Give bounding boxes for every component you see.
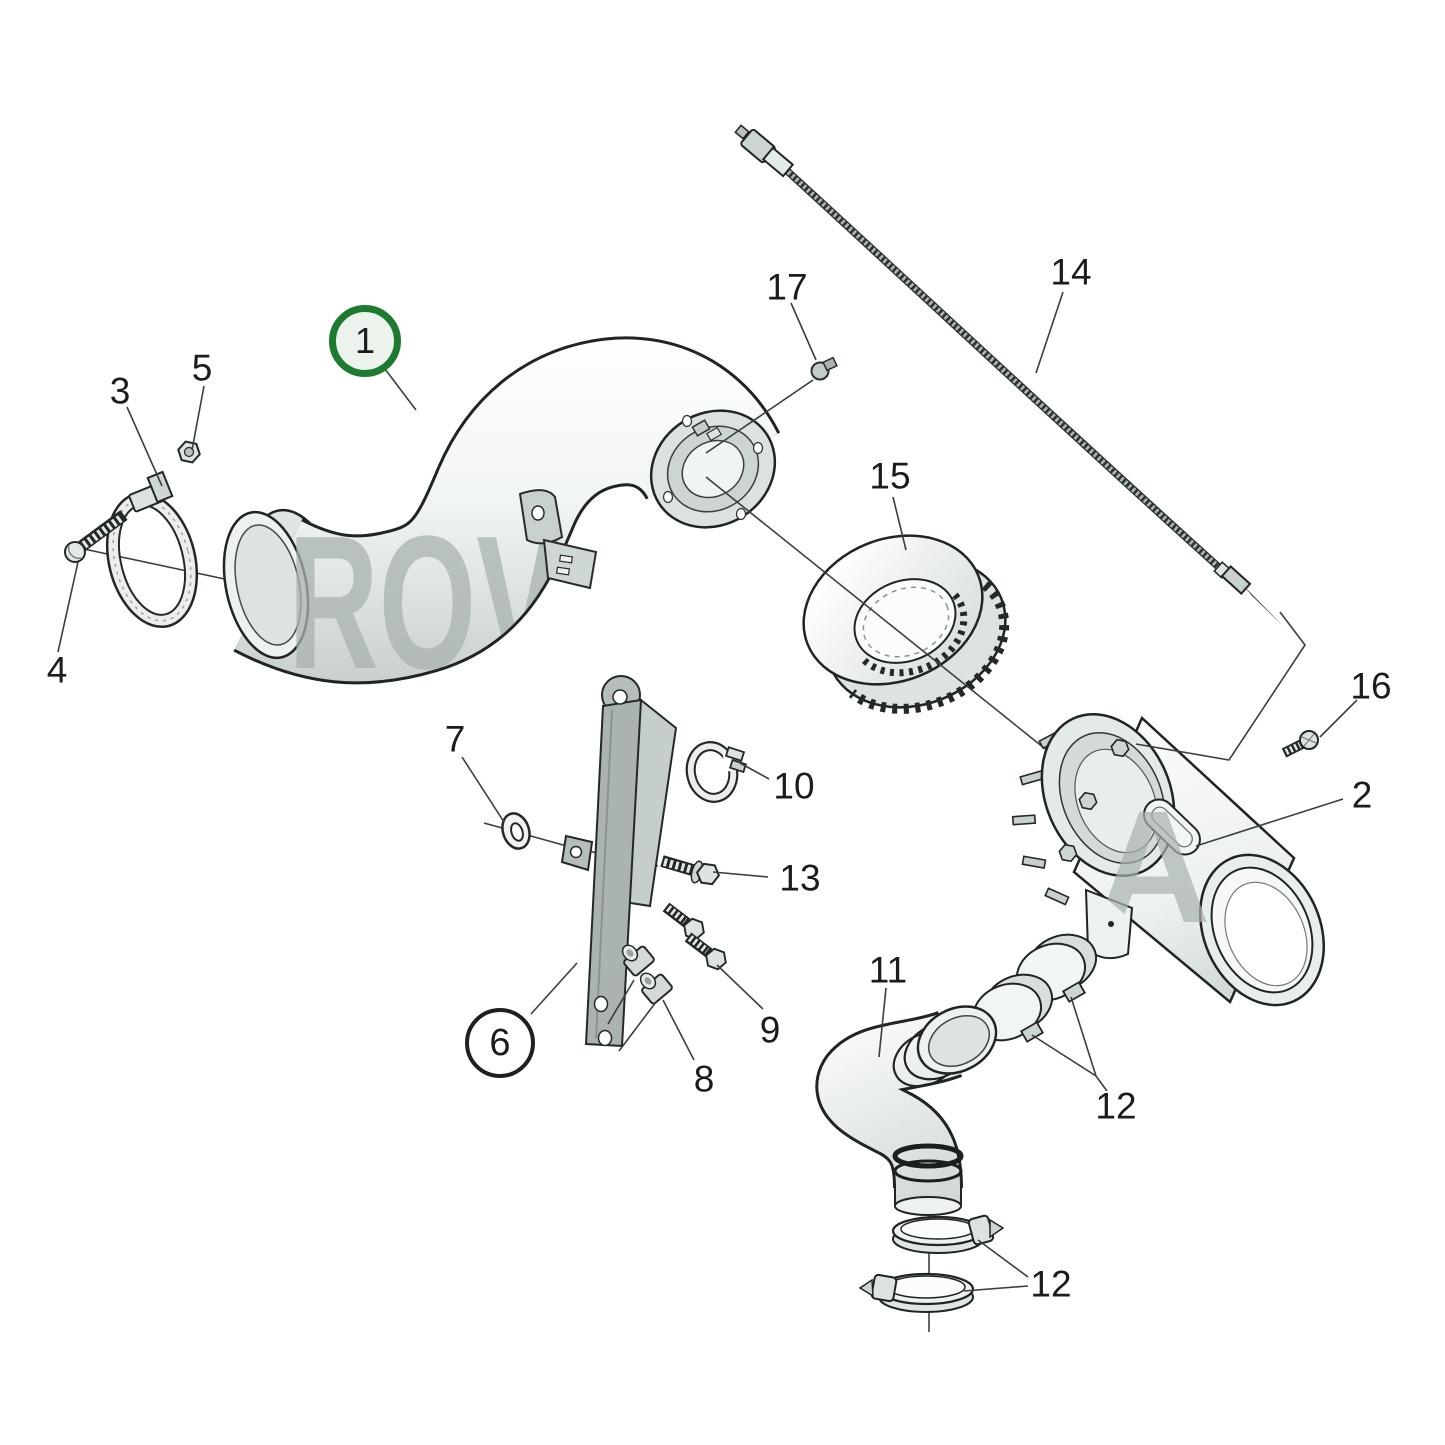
part-2-air-cleaner-housing [1011,712,1326,1007]
callout-leader-lines [57,291,1358,1292]
callout-12-lower: 12 [1030,1263,1072,1305]
part-9-bolts [662,902,730,973]
callout-12-upper: 12 [1095,1085,1137,1127]
part-1-flange-and-brackets [518,409,777,590]
callout-1-highlighted[interactable]: 1 [329,305,401,377]
part-10-spring-clamp [685,741,748,803]
axis-line-main [705,476,1095,789]
callout-9: 9 [759,1009,781,1051]
callout-6-circled[interactable]: 6 [465,1008,535,1078]
part-1-air-intake-tube [222,336,781,685]
part-12-disc-clamps [972,933,1097,1043]
part-6-support-bracket [560,675,678,1048]
part-13-bolt [660,855,722,886]
part-3-vband-clamp [105,470,199,629]
part-14-control-cable [734,124,1284,627]
part-5-clamp-nut [175,439,203,465]
callout-7: 7 [444,718,466,760]
callout-3: 3 [109,370,131,412]
callout-8: 8 [693,1058,715,1100]
part-12-hose-clamps [858,1214,1005,1313]
callout-15: 15 [869,455,911,497]
callout-5: 5 [191,347,213,389]
watermark-housing-text: A [1095,777,1211,956]
callout-4: 4 [46,649,68,691]
part-7-washer [501,812,531,850]
callout-11: 11 [868,949,908,991]
watermark-pipe-text: ROV [288,497,560,709]
callout-14: 14 [1050,251,1092,293]
callout-17: 17 [766,266,808,308]
part-16-bolt [1281,730,1319,758]
part-8-spacers [621,944,673,1005]
callout-10: 10 [773,765,815,807]
part-4-clamp-bolt [64,510,128,563]
callout-13: 13 [779,857,821,899]
callout-2: 2 [1351,774,1373,816]
part-17-plug [810,356,838,381]
callout-16: 16 [1350,665,1392,707]
part-15-air-filter-element [802,534,1010,714]
part-11-outlet-elbow [815,1005,998,1216]
